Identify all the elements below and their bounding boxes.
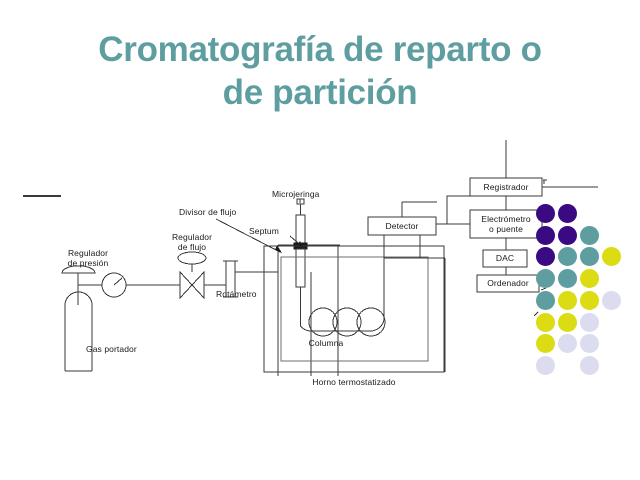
- decorative-dot: [536, 334, 555, 354]
- label-rotametro: Rotámetro: [216, 289, 257, 299]
- decorative-dot: [580, 312, 599, 332]
- decorative-dot: [580, 269, 599, 289]
- column-loop-1: [308, 307, 338, 337]
- box-detector: Detector: [368, 217, 436, 235]
- decorative-dot: [580, 290, 599, 310]
- decorative-dot: [558, 247, 577, 267]
- decorative-dot: [558, 334, 577, 354]
- label-septum: Septum: [249, 226, 279, 236]
- decorative-dot: [536, 312, 555, 332]
- label-divisor-de-flujo: Divisor de flujo: [179, 207, 237, 217]
- tick-mark-c: [540, 287, 547, 291]
- box-ordenador-label: Ordenador: [487, 278, 529, 289]
- decorative-dot: [536, 290, 555, 310]
- page-title: Cromatografía de reparto o de partición: [40, 28, 600, 114]
- decorative-dot: [558, 204, 577, 223]
- decorative-dot: [580, 355, 599, 375]
- box-registrador: Registrador: [470, 178, 542, 196]
- label-regulador-presion: Regulador de presión: [60, 248, 116, 268]
- column-loop-2: [332, 307, 362, 337]
- page-title-line1: Cromatografía de reparto o: [98, 30, 542, 69]
- label-horno-termostatizado: Horno termostatizado: [312, 377, 396, 387]
- decorative-dot: [536, 247, 555, 267]
- oven-inner-box: [280, 256, 429, 362]
- decorative-dot: [536, 204, 555, 223]
- column-tubing: [300, 280, 385, 332]
- label-columna: Columna: [308, 338, 344, 348]
- decorative-dot: [558, 269, 577, 289]
- decorative-dot: [602, 290, 621, 310]
- decorative-dot: [580, 225, 599, 245]
- dot-grid-decoration: [536, 204, 640, 375]
- decorative-dot: [602, 247, 621, 267]
- flow-valve-bowtie: [179, 270, 205, 300]
- tick-mark-d: [533, 311, 539, 317]
- syringe-barrel: [295, 214, 306, 244]
- label-microjeringa: Microjeringa: [272, 189, 320, 199]
- decorative-dot: [580, 247, 599, 267]
- decorative-dot: [558, 225, 577, 245]
- oven-outer-box: [263, 245, 445, 373]
- flow-valve-handle: [177, 251, 207, 265]
- gas-cylinder-body: [64, 305, 93, 372]
- decorative-dot: [580, 334, 599, 354]
- cylinder-handwheel: [61, 265, 96, 274]
- decorative-dot: [536, 355, 555, 375]
- decorative-dot: [558, 312, 577, 332]
- decorative-dot: [536, 269, 555, 289]
- injector-body: [295, 248, 306, 288]
- decorative-dot: [558, 290, 577, 310]
- box-ordenador: Ordenador: [477, 275, 539, 292]
- pressure-gauge-needle: [113, 277, 123, 286]
- label-regulador-presion-l2: de presión: [67, 258, 109, 268]
- label-regulador-flujo: Regulador de flujo: [164, 232, 220, 252]
- box-dac-label: DAC: [495, 253, 515, 264]
- leader-septum-arrow: [297, 241, 303, 247]
- decorative-dot: [536, 225, 555, 245]
- column-loop-3: [356, 307, 386, 337]
- box-detector-label: Detector: [385, 220, 419, 231]
- electrometer-left-bracket: [446, 195, 470, 225]
- box-dac: DAC: [483, 250, 527, 267]
- label-regulador-flujo-l2: de flujo: [177, 242, 207, 252]
- label-regulador-presion-l1: Regulador: [67, 248, 109, 258]
- label-gas-portador: Gas portador: [86, 344, 137, 354]
- label-regulador-flujo-l1: Regulador: [171, 232, 213, 242]
- page-title-line2: de partición: [222, 73, 418, 112]
- leader-divisor-flujo: [215, 218, 281, 253]
- leader-divisor-arrow: [275, 245, 282, 253]
- box-registrador-label: Registrador: [483, 181, 529, 192]
